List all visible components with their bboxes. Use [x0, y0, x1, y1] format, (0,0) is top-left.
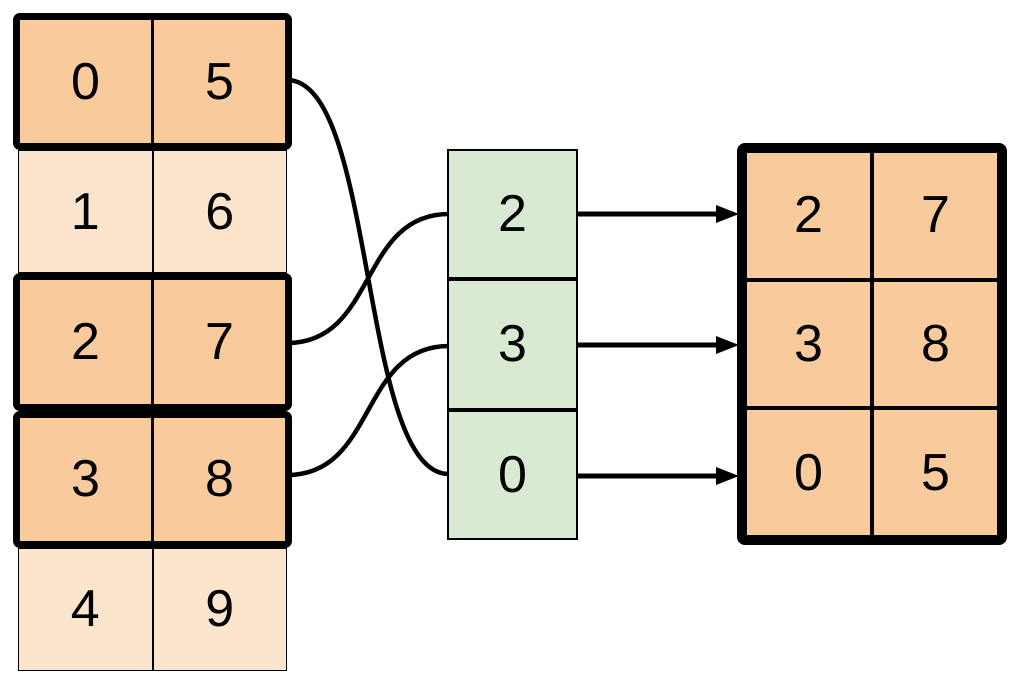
result-row-2: 0 5 [745, 408, 999, 538]
link-curve-source-row3-to-index-3 [286, 343, 450, 478]
arrow-head-icon [716, 336, 739, 354]
source-cell-r4c1: 9 [152, 547, 287, 672]
source-cell-r1c1: 6 [152, 150, 287, 274]
arrow-index-3-to-result-row-1 [578, 336, 739, 354]
source-row-4: 4 9 [18, 547, 287, 672]
link-curve-source-row2-to-index-2 [286, 211, 450, 346]
source-cell-r0c1: 5 [154, 20, 285, 144]
source-cell-r0c0: 0 [20, 20, 154, 144]
index-cell-1: 3 [447, 279, 578, 410]
source-row-0: 0 5 [13, 13, 292, 151]
arrow-index-0-to-result-row-2 [578, 467, 739, 485]
index-cell-2: 0 [447, 409, 578, 540]
source-cell-r2c1: 7 [154, 280, 285, 404]
index-row-0: 2 [447, 149, 578, 280]
index-cell-0: 2 [447, 149, 578, 280]
arrow-index-2-to-result-row-0 [578, 205, 739, 223]
source-cell-r1c0: 1 [18, 150, 153, 274]
source-cell-r4c0: 4 [18, 547, 153, 672]
result-cell-r1c1: 8 [872, 279, 999, 409]
result-cell-r0c0: 2 [745, 151, 872, 280]
index-row-1: 3 [447, 279, 578, 410]
result-cell-r2c1: 5 [872, 408, 999, 538]
source-cell-r3c0: 3 [20, 417, 154, 541]
result-row-0: 2 7 [745, 151, 999, 280]
source-row-2: 2 7 [13, 273, 292, 411]
result-cell-r1c0: 3 [745, 279, 872, 409]
arrow-head-icon [716, 205, 739, 223]
index-row-2: 0 [447, 409, 578, 540]
result-cell-r0c1: 7 [872, 151, 999, 280]
arrow-head-icon [716, 467, 739, 485]
source-cell-r3c1: 8 [154, 417, 285, 541]
source-row-1: 1 6 [18, 150, 287, 274]
source-row-3: 3 8 [13, 410, 292, 548]
result-table: 2 7 3 8 0 5 [737, 143, 1007, 545]
result-row-1: 3 8 [745, 279, 999, 409]
result-cell-r2c0: 0 [745, 408, 872, 538]
index-column: 2 3 0 [447, 149, 578, 540]
source-cell-r2c0: 2 [20, 280, 154, 404]
source-table: 0 5 1 6 2 7 3 8 4 9 [13, 13, 292, 672]
link-curve-source-row0-to-index-0 [286, 77, 450, 477]
